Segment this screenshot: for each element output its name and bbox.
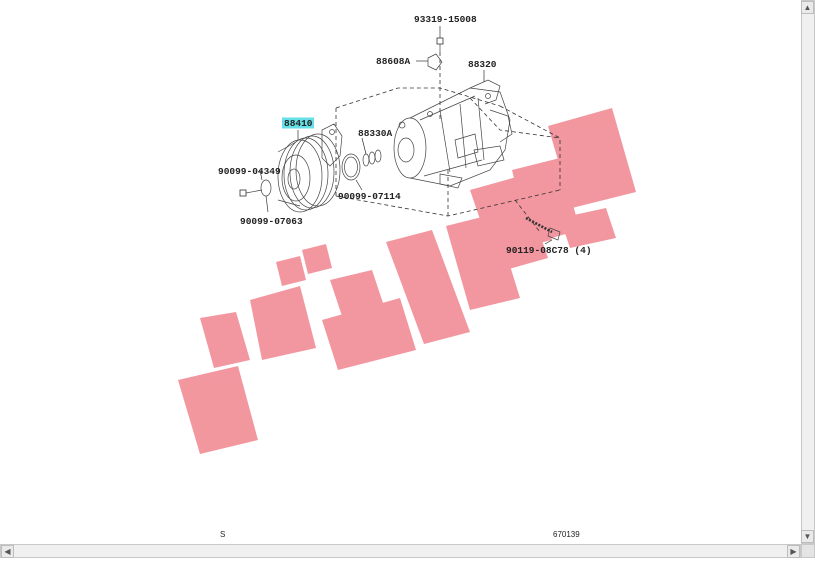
footer-left-mark: S: [220, 530, 225, 539]
part-highlight: [282, 117, 314, 129]
vertical-scrollbar[interactable]: [801, 0, 815, 544]
scroll-down-arrow-icon[interactable]: ▼: [801, 530, 814, 543]
part-label-93319-15008[interactable]: 93319-15008: [414, 14, 477, 25]
washer: [260, 179, 272, 197]
part-label-90099-04349[interactable]: 90099-04349: [218, 166, 281, 177]
part-label-90099-07063[interactable]: 90099-07063: [240, 216, 303, 227]
illustration-id: 670139: [553, 530, 580, 539]
scroll-left-arrow-icon[interactable]: ◀: [1, 545, 14, 558]
part-label-88330a[interactable]: 88330A: [358, 128, 393, 139]
leader-lines: [259, 26, 553, 245]
snap-ring: [341, 153, 361, 181]
pulley-bolt: [239, 189, 263, 197]
part-label-88410[interactable]: 88410: [284, 118, 313, 129]
top-bolt: [436, 37, 444, 52]
clutch-pulley-illustration: [277, 133, 341, 213]
watermark-logo: [178, 108, 636, 454]
compressor-illustration: [393, 79, 513, 189]
part-label-88608a[interactable]: 88608A: [376, 56, 411, 67]
small-bracket: [427, 53, 443, 71]
scroll-right-arrow-icon[interactable]: ▶: [787, 545, 800, 558]
bracket-plate: [321, 123, 343, 167]
part-label-90099-07114[interactable]: 90099-07114: [338, 191, 401, 202]
part-label-88320[interactable]: 88320: [468, 59, 497, 70]
mount-bolt: [525, 216, 561, 241]
horizontal-scrollbar[interactable]: [0, 544, 801, 558]
scrollbar-corner: [801, 544, 815, 558]
assembly-box: [335, 52, 561, 233]
scroll-up-arrow-icon[interactable]: ▲: [801, 1, 814, 14]
part-label-90119-08c78[interactable]: 90119-08C78 (4): [506, 245, 592, 256]
